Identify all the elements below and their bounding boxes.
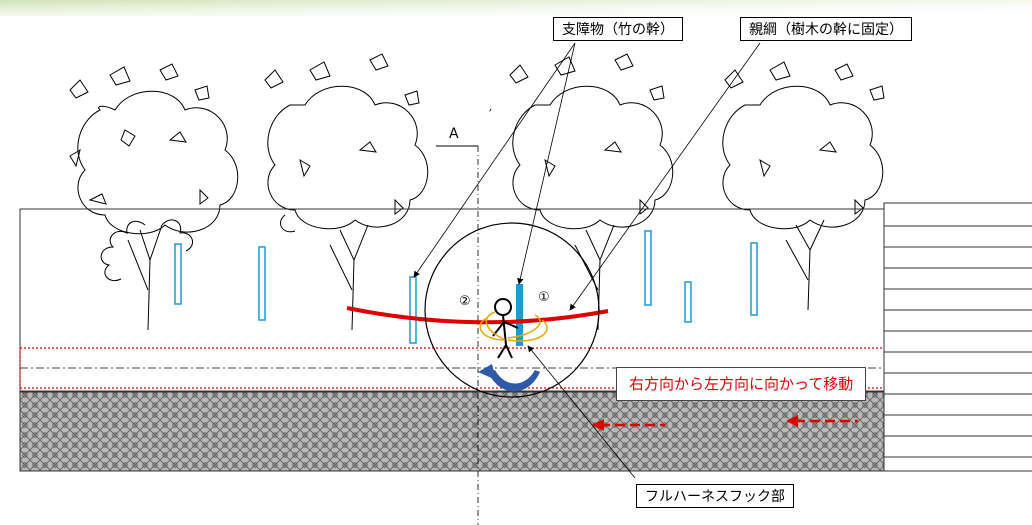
hook-lanyards	[479, 311, 548, 342]
worker-figure	[492, 298, 519, 359]
section-label-a-prime: ′	[489, 108, 492, 123]
right-structure	[883, 202, 1032, 472]
leader-lines	[413, 42, 761, 479]
road-hatch	[19, 391, 885, 472]
section-label-a: A	[449, 126, 459, 142]
rope-end-label-1: ①	[538, 290, 550, 305]
rope-end-label-2: ②	[459, 294, 471, 309]
bamboo-2	[258, 246, 266, 321]
top-band	[0, 0, 1032, 16]
lifeline-rope	[346, 306, 609, 325]
callout-hook: フルハーネスフック部	[636, 484, 794, 508]
rotation-arrow	[488, 370, 540, 392]
bamboo-obstacles	[174, 230, 758, 344]
tree-2	[264, 53, 429, 331]
tree-1	[69, 63, 239, 331]
callout-lifeline: 親綱（樹木の幹に固定）	[740, 17, 912, 41]
bamboo-4	[644, 230, 652, 306]
bamboo-6	[750, 242, 758, 316]
rotation-arrowhead	[478, 364, 496, 380]
direction-arrows	[592, 415, 858, 431]
movement-direction-note: 右方向から左方向に向かって移動	[616, 367, 867, 401]
magnify-circle	[424, 222, 600, 398]
callout-obstacle: 支障物（竹の幹）	[553, 17, 683, 41]
tree-4	[722, 61, 885, 311]
bamboo-center	[516, 284, 523, 346]
bamboo-5	[684, 281, 692, 323]
bamboo-1	[174, 243, 182, 305]
bamboo-3	[409, 276, 417, 344]
